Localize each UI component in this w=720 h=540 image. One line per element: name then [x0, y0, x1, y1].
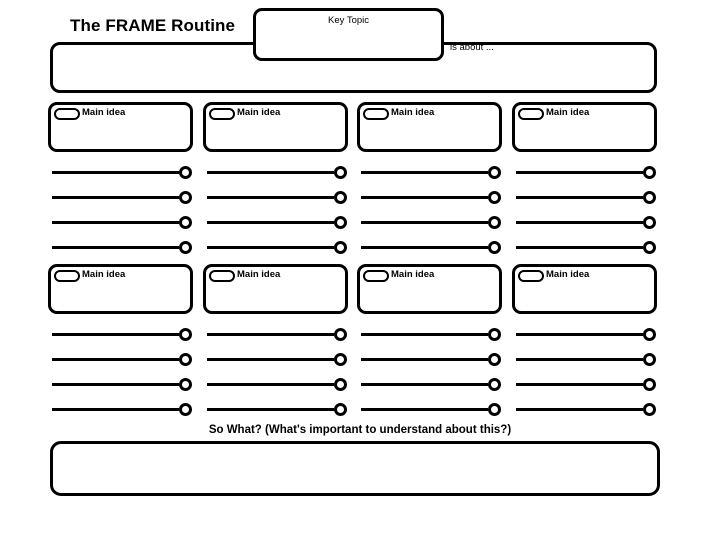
detail-line[interactable] [207, 246, 334, 249]
main-idea-label: Main idea [391, 107, 435, 118]
detail-circle-icon [488, 328, 501, 341]
detail-circle-icon [488, 216, 501, 229]
detail-circle-icon [334, 328, 347, 341]
detail-line[interactable] [516, 246, 643, 249]
main-idea-box[interactable]: Main idea [357, 102, 502, 152]
detail-line[interactable] [207, 196, 334, 199]
detail-circle-icon [179, 166, 192, 179]
detail-line[interactable] [516, 221, 643, 224]
detail-line[interactable] [52, 383, 179, 386]
main-idea-box[interactable]: Main idea [357, 264, 502, 314]
detail-circle-icon [488, 353, 501, 366]
detail-circle-icon [179, 241, 192, 254]
key-topic-box[interactable]: Key Topic [253, 8, 444, 61]
detail-circle-icon [643, 403, 656, 416]
detail-line[interactable] [361, 408, 488, 411]
detail-circle-icon [643, 328, 656, 341]
key-topic-label: Key Topic [327, 15, 369, 26]
detail-line[interactable] [52, 221, 179, 224]
detail-circle-icon [643, 378, 656, 391]
detail-line[interactable] [52, 333, 179, 336]
detail-line[interactable] [361, 333, 488, 336]
detail-circle-icon [334, 191, 347, 204]
detail-circle-icon [334, 403, 347, 416]
detail-line[interactable] [516, 196, 643, 199]
detail-line[interactable] [361, 171, 488, 174]
pill-marker-icon [363, 108, 389, 120]
detail-circle-icon [488, 378, 501, 391]
detail-circle-icon [179, 328, 192, 341]
detail-circle-icon [179, 216, 192, 229]
detail-line[interactable] [52, 171, 179, 174]
main-idea-label: Main idea [82, 107, 126, 118]
detail-circle-icon [334, 353, 347, 366]
detail-circle-icon [643, 166, 656, 179]
detail-circle-icon [488, 403, 501, 416]
pill-marker-icon [518, 270, 544, 282]
detail-line[interactable] [52, 358, 179, 361]
pill-marker-icon [518, 108, 544, 120]
detail-line[interactable] [361, 358, 488, 361]
detail-line[interactable] [516, 333, 643, 336]
detail-line[interactable] [516, 171, 643, 174]
detail-line[interactable] [361, 246, 488, 249]
detail-circle-icon [179, 191, 192, 204]
pill-marker-icon [363, 270, 389, 282]
detail-circle-icon [488, 166, 501, 179]
detail-circle-icon [179, 378, 192, 391]
detail-circle-icon [334, 216, 347, 229]
detail-line[interactable] [207, 333, 334, 336]
detail-circle-icon [488, 191, 501, 204]
detail-circle-icon [179, 353, 192, 366]
is-about-label: is about ... [450, 42, 494, 53]
detail-line[interactable] [361, 221, 488, 224]
main-idea-box[interactable]: Main idea [48, 264, 193, 314]
detail-line[interactable] [207, 171, 334, 174]
detail-circle-icon [334, 241, 347, 254]
pill-marker-icon [209, 270, 235, 282]
detail-circle-icon [643, 216, 656, 229]
main-idea-box[interactable]: Main idea [203, 264, 348, 314]
detail-line[interactable] [207, 408, 334, 411]
detail-line[interactable] [361, 383, 488, 386]
detail-line[interactable] [52, 196, 179, 199]
detail-line[interactable] [361, 196, 488, 199]
pill-marker-icon [209, 108, 235, 120]
detail-line[interactable] [516, 358, 643, 361]
detail-line[interactable] [207, 358, 334, 361]
detail-circle-icon [334, 378, 347, 391]
detail-line[interactable] [516, 408, 643, 411]
main-idea-label: Main idea [391, 269, 435, 280]
detail-circle-icon [643, 191, 656, 204]
main-idea-label: Main idea [546, 269, 590, 280]
detail-line[interactable] [207, 383, 334, 386]
main-idea-box[interactable]: Main idea [512, 264, 657, 314]
detail-circle-icon [643, 241, 656, 254]
detail-circle-icon [643, 353, 656, 366]
so-what-box[interactable] [50, 441, 660, 496]
main-idea-box[interactable]: Main idea [203, 102, 348, 152]
detail-circle-icon [488, 241, 501, 254]
main-idea-label: Main idea [546, 107, 590, 118]
main-idea-label: Main idea [237, 269, 281, 280]
pill-marker-icon [54, 108, 80, 120]
detail-line[interactable] [516, 383, 643, 386]
page-title: The FRAME Routine [70, 16, 236, 35]
detail-circle-icon [334, 166, 347, 179]
detail-line[interactable] [207, 221, 334, 224]
so-what-label: So What? (What's important to understand… [208, 424, 512, 436]
main-idea-label: Main idea [82, 269, 126, 280]
pill-marker-icon [54, 270, 80, 282]
main-idea-box[interactable]: Main idea [48, 102, 193, 152]
detail-circle-icon [179, 403, 192, 416]
detail-line[interactable] [52, 408, 179, 411]
detail-line[interactable] [52, 246, 179, 249]
main-idea-label: Main idea [237, 107, 281, 118]
main-idea-box[interactable]: Main idea [512, 102, 657, 152]
